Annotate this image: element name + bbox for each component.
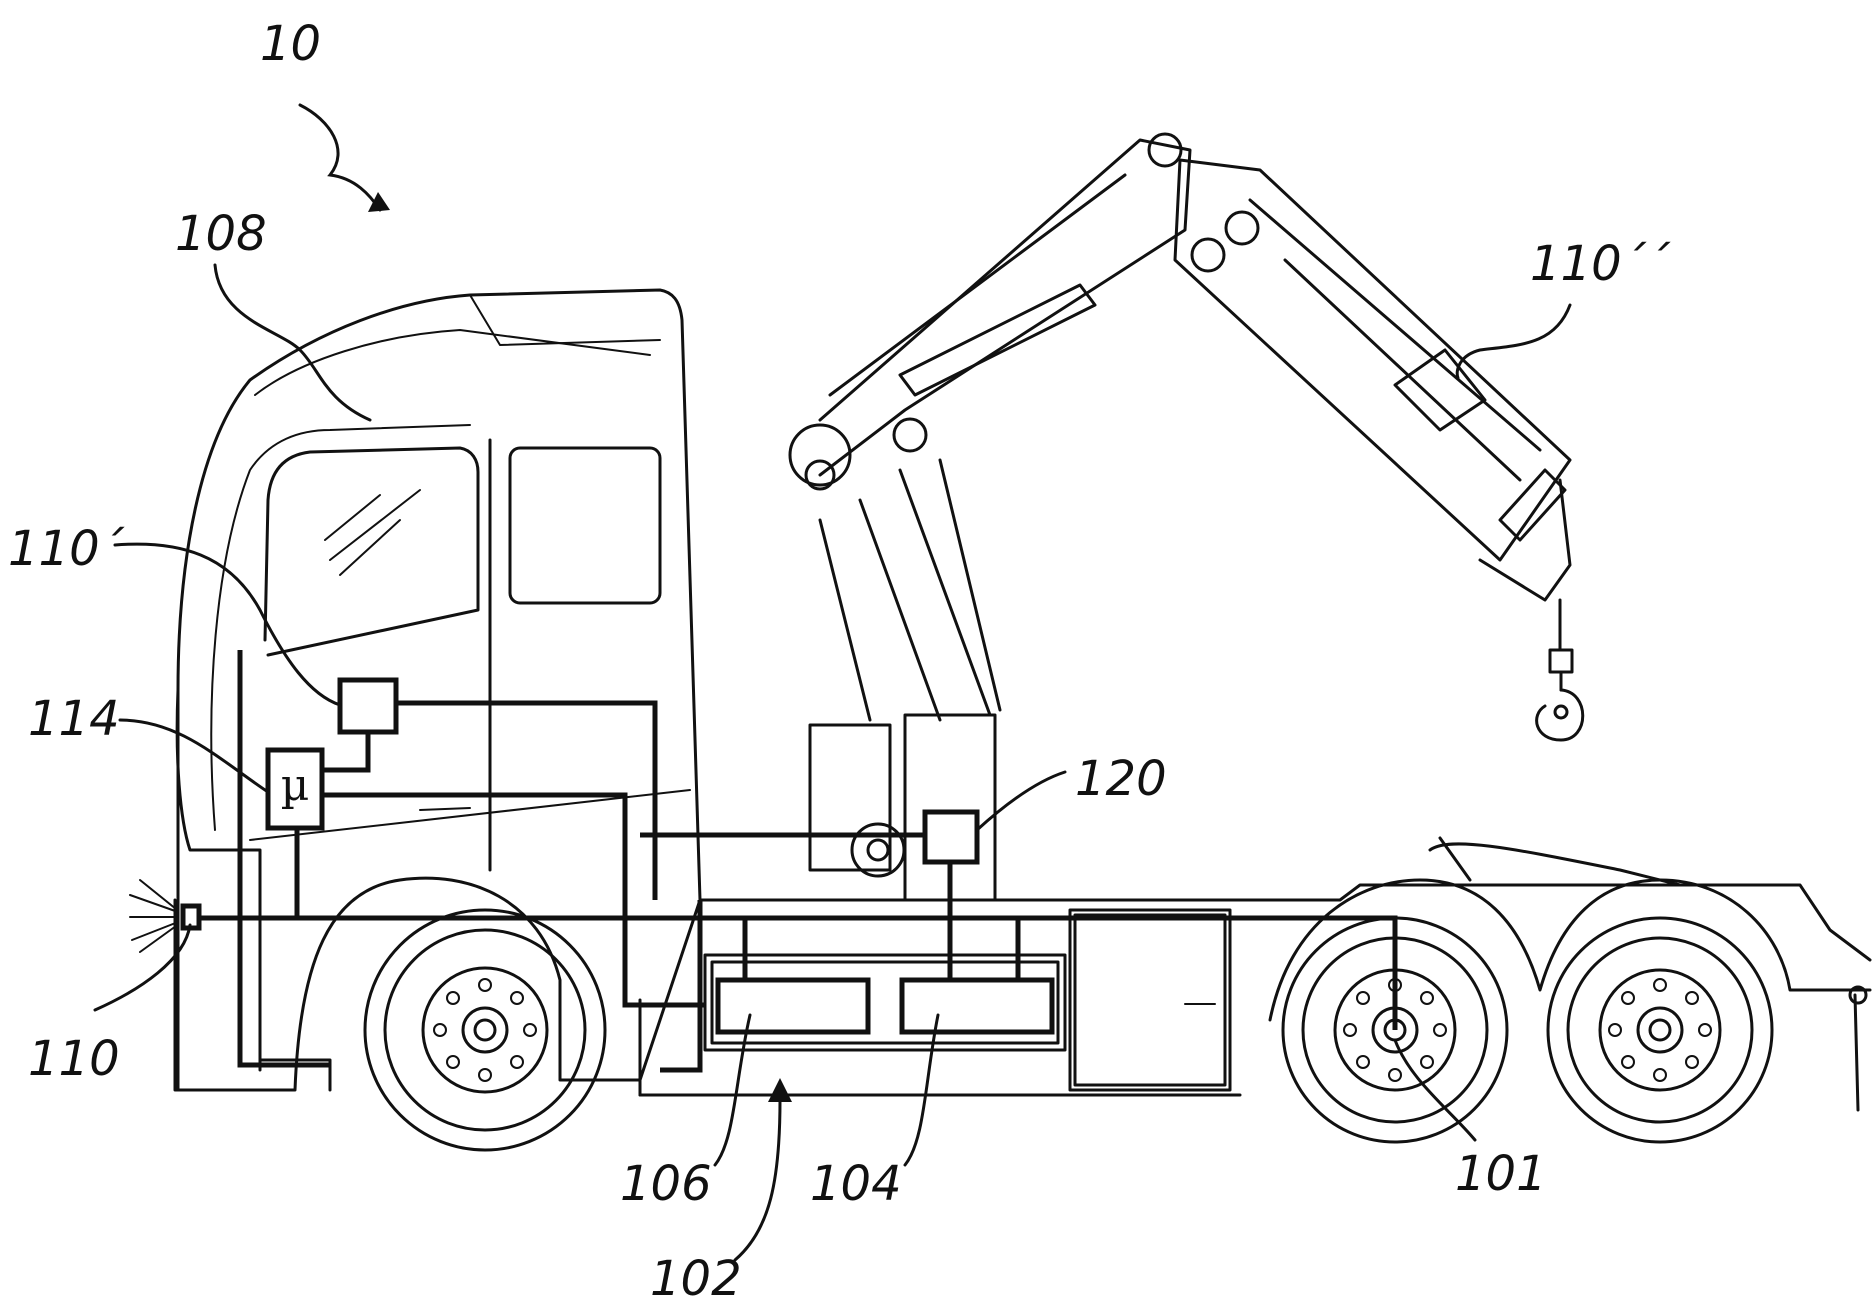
control-unit-symbol: µ: [281, 760, 310, 811]
rear-wheel-2: [1548, 918, 1772, 1142]
leader-lines: [95, 105, 1570, 1260]
label-106: 106: [620, 1156, 712, 1212]
sensor-110-prime: [340, 680, 396, 732]
label-120: 120: [1075, 751, 1167, 807]
label-114: 114: [28, 691, 120, 747]
label-104: 104: [810, 1156, 902, 1212]
label-101: 101: [1455, 1146, 1547, 1202]
front-wheel: [365, 910, 605, 1150]
chassis-frame: [640, 838, 1870, 1110]
label-110-prime: 110´: [8, 521, 126, 577]
label-108: 108: [175, 206, 267, 262]
label-10: 10: [260, 16, 321, 72]
crane-node-120: [925, 812, 977, 862]
label-102: 102: [650, 1251, 742, 1303]
unit-104: [902, 980, 1052, 1032]
unit-106: [718, 980, 868, 1032]
label-110: 110: [28, 1031, 120, 1087]
crane-boom: [790, 134, 1583, 900]
label-110-double-prime: 110´´: [1530, 236, 1672, 292]
control-unit-114: µ: [268, 750, 322, 828]
spray-nozzle-icon: [130, 880, 199, 952]
truck-cab: [175, 290, 700, 1090]
